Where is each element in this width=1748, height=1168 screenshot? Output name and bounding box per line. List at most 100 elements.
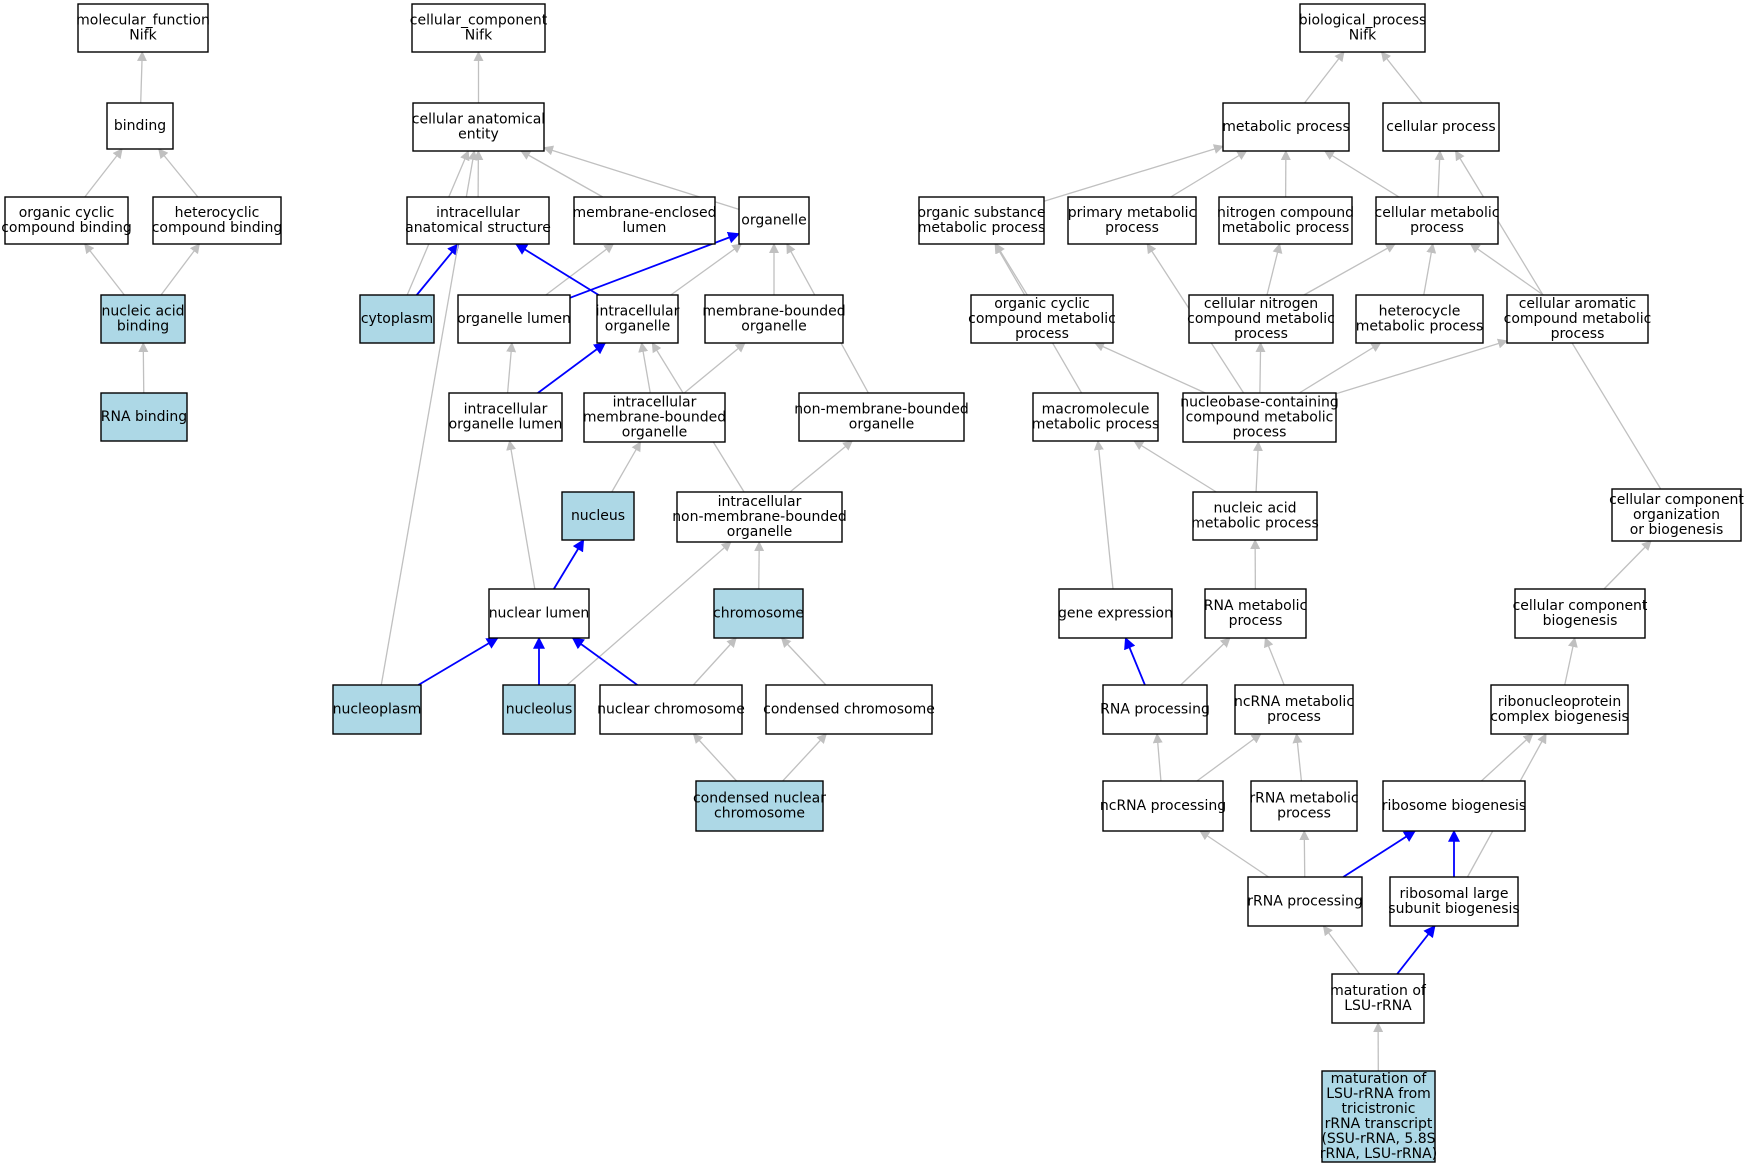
- edge-nucleobase-mp-to-cellular-aromatic-mp: [1335, 338, 1508, 395]
- go-term-binding[interactable]: binding: [106, 102, 174, 150]
- go-term-box: [676, 491, 843, 543]
- edge-ribosome-biogenesis-to-rnp-biogenesis: [1480, 733, 1534, 782]
- go-term-box: [77, 3, 209, 53]
- go-term-label: binding: [114, 118, 166, 134]
- go-term-label: Nifk: [129, 28, 157, 44]
- go-term-box: [152, 196, 282, 245]
- go-term-label: non-membrane-bounded: [794, 402, 969, 418]
- go-term-organelle[interactable]: organelle: [738, 196, 810, 245]
- go-term-box: [502, 684, 576, 735]
- go-term-nuclear-chromosome[interactable]: nuclear chromosome: [597, 684, 745, 735]
- go-term-label: metabolic process: [1222, 119, 1350, 135]
- go-term-box: [100, 392, 188, 442]
- go-term-label: cellular component: [1513, 598, 1648, 614]
- go-term-box: [1355, 294, 1484, 344]
- edge-cellular-process-to-bp-root: [1380, 51, 1423, 104]
- edge-cellular-mp-to-metabolic-process: [1323, 150, 1400, 198]
- go-term-label: macromolecule: [1042, 402, 1150, 418]
- go-term-label: complex biogenesis: [1490, 709, 1629, 725]
- go-term-label: LSU-rRNA from: [1326, 1086, 1431, 1102]
- go-term-gene-expression[interactable]: gene expression: [1058, 588, 1173, 639]
- go-term-nuclear-lumen[interactable]: nuclear lumen: [488, 588, 590, 639]
- edge-rrna-processing-to-ncrna-processing: [1199, 830, 1269, 878]
- edge-condensed-chromosome-to-chromosome: [780, 637, 827, 686]
- go-term-label: process: [1267, 709, 1321, 725]
- edge-cc-biogenesis-to-cc-org-biogenesis: [1603, 540, 1652, 590]
- go-term-organelle-lumen[interactable]: organelle lumen: [457, 294, 571, 344]
- go-term-label: ribosome biogenesis: [1382, 798, 1526, 814]
- go-term-label: compound metabolic: [1504, 311, 1652, 327]
- go-term-box: [1192, 491, 1318, 541]
- go-term-cellular-process[interactable]: cellular process: [1382, 102, 1500, 152]
- go-term-box: [1382, 102, 1500, 152]
- edge-nucleobase-mp-to-org-cyclic-mp: [1094, 342, 1206, 394]
- go-term-cytoplasm[interactable]: cytoplasm: [359, 294, 435, 344]
- go-term-rna-binding[interactable]: RNA binding: [100, 392, 188, 442]
- go-term-nucleoplasm[interactable]: nucleoplasm: [332, 684, 422, 735]
- go-term-rna-processing[interactable]: RNA processing: [1100, 684, 1210, 735]
- edge-rnp-biogenesis-to-cc-biogenesis: [1564, 637, 1578, 686]
- go-term-intra-nmb-org[interactable]: intracellularnon-membrane-boundedorganel…: [672, 491, 847, 543]
- go-term-condensed-chromosome[interactable]: condensed chromosome: [763, 684, 935, 735]
- go-term-ribosome-biogenesis[interactable]: ribosome biogenesis: [1382, 780, 1526, 832]
- go-term-nucleolus[interactable]: nucleolus: [502, 684, 576, 735]
- go-term-label: cellular aromatic: [1519, 296, 1637, 312]
- go-term-label: condensed chromosome: [763, 702, 935, 718]
- go-term-label: compound metabolic: [1186, 410, 1334, 426]
- go-term-label: intracellular: [613, 395, 697, 411]
- go-term-nucleus[interactable]: nucleus: [561, 491, 635, 541]
- go-term-box: [1389, 876, 1519, 927]
- go-term-rrna-processing[interactable]: rRNA processing: [1247, 876, 1363, 927]
- go-term-metabolic-process[interactable]: metabolic process: [1222, 102, 1350, 152]
- go-term-label: binding: [117, 319, 169, 335]
- go-term-ncrna-processing[interactable]: ncRNA processing: [1100, 780, 1226, 832]
- go-term-box: [448, 392, 563, 442]
- edge-ncrna-processing-to-rna-processing: [1152, 733, 1163, 782]
- go-term-chromosome[interactable]: chromosome: [713, 588, 804, 639]
- edge-intra-organelle-to-intra-anat: [515, 243, 600, 296]
- go-term-label: gene expression: [1058, 606, 1173, 622]
- go-term-label: chromosome: [713, 606, 804, 622]
- edge-nuclear-chromosome-to-nuclear-lumen: [571, 637, 638, 686]
- edge-cellular-mp-to-cellular-process: [1434, 150, 1445, 198]
- go-term-label: nucleic acid: [1213, 501, 1296, 517]
- go-term-box: [561, 491, 635, 541]
- go-term-box: [412, 102, 545, 152]
- go-term-label: metabolic process: [1032, 417, 1160, 433]
